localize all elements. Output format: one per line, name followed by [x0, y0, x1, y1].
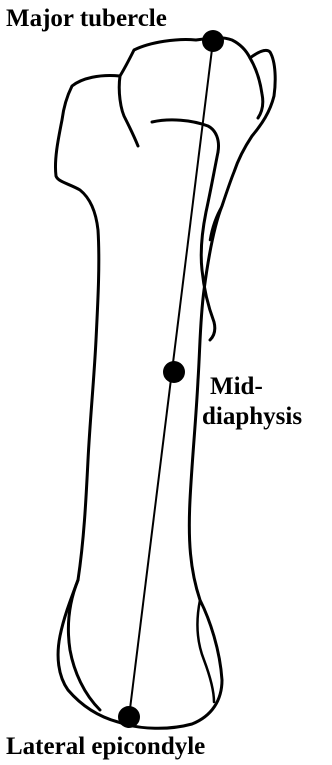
lateral-epicondyle-label: Lateral epicondyle — [6, 734, 205, 759]
mid-diaphysis-label-line2: diaphysis — [202, 404, 302, 429]
condyle-inner-curve — [68, 580, 100, 710]
mid-diaphysis-label-line1: Mid- — [210, 374, 263, 399]
lateral-epicondyle-dot — [118, 706, 140, 728]
major-tubercle-dot — [202, 30, 224, 52]
trochanter-inner-curve — [119, 76, 138, 146]
lesser-trochanter-fold — [250, 58, 263, 118]
head-ridge-curve — [152, 120, 219, 152]
mid-diaphysis-dot — [163, 361, 185, 383]
major-tubercle-label: Major tubercle — [6, 6, 167, 31]
